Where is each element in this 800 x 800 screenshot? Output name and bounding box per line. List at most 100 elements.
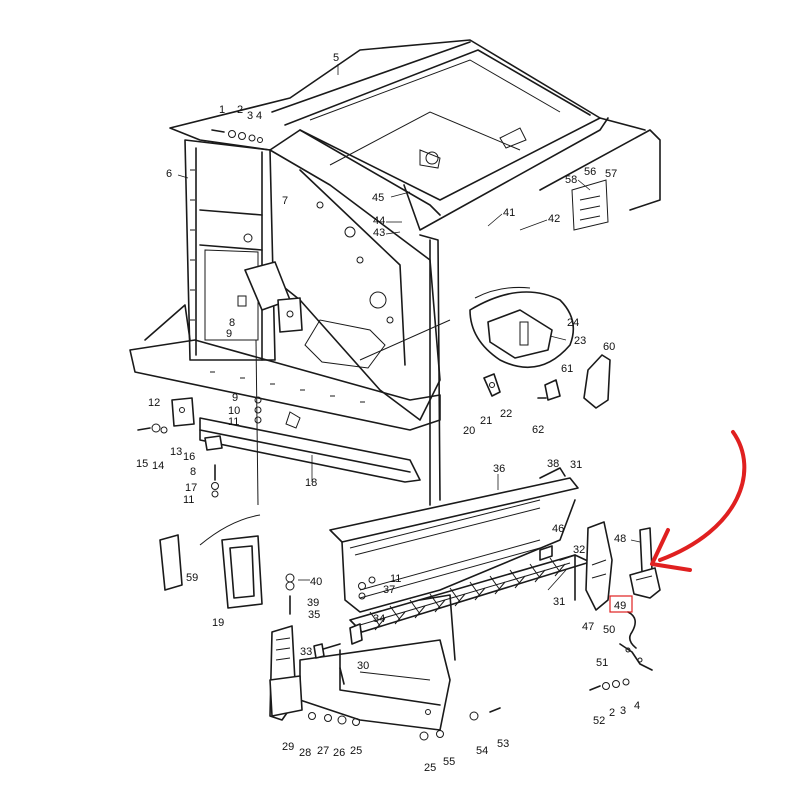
label-20: 20 bbox=[463, 425, 475, 437]
label-9a: 9 bbox=[226, 328, 232, 340]
label-8b: 8 bbox=[190, 466, 196, 478]
hardware-13-15 bbox=[137, 423, 168, 434]
label-9b: 9 bbox=[232, 392, 238, 404]
label-8a: 8 bbox=[229, 317, 235, 329]
label-31b: 31 bbox=[553, 596, 565, 608]
spring-50 bbox=[627, 611, 637, 649]
label-31a: 31 bbox=[570, 459, 582, 471]
label-2: 2 bbox=[237, 104, 243, 116]
label-24: 24 bbox=[567, 317, 579, 329]
label-56: 56 bbox=[584, 166, 596, 178]
hardware-1-4 bbox=[211, 129, 263, 143]
label-55: 55 bbox=[443, 756, 455, 768]
label-35: 35 bbox=[308, 609, 320, 621]
label-22: 22 bbox=[500, 408, 512, 420]
hardware-40 bbox=[285, 573, 295, 615]
label-1: 1 bbox=[219, 104, 225, 116]
label-46: 46 bbox=[552, 523, 564, 535]
hardware-37-39 bbox=[358, 576, 376, 600]
label-11c: 11 bbox=[390, 573, 401, 585]
label-52: 52 bbox=[593, 715, 605, 727]
label-44: 44 bbox=[373, 215, 385, 227]
highlight-box bbox=[609, 595, 633, 613]
label-29: 29 bbox=[282, 741, 294, 753]
lower-sill bbox=[329, 467, 591, 633]
label-13: 13 bbox=[170, 446, 182, 458]
bracket-60 bbox=[583, 354, 611, 409]
label-10: 10 bbox=[228, 405, 240, 417]
label-32: 32 bbox=[573, 544, 585, 556]
left-frame bbox=[184, 139, 276, 361]
bracket-16 bbox=[204, 435, 223, 451]
label-57: 57 bbox=[605, 168, 617, 180]
label-53: 53 bbox=[497, 738, 509, 750]
label-28: 28 bbox=[299, 747, 311, 759]
label-54: 54 bbox=[476, 745, 488, 757]
label-30: 30 bbox=[357, 660, 369, 672]
label-21: 21 bbox=[480, 415, 492, 427]
right-side-panel bbox=[539, 117, 661, 231]
label-42: 42 bbox=[548, 213, 560, 225]
bracket-12 bbox=[171, 397, 195, 427]
mount-plate bbox=[244, 261, 303, 333]
label-47: 47 bbox=[582, 621, 594, 633]
label-39: 39 bbox=[307, 597, 319, 609]
label-60: 60 bbox=[603, 341, 615, 353]
label-51: 51 bbox=[596, 657, 608, 669]
label-23: 23 bbox=[574, 335, 586, 347]
leader-center bbox=[255, 339, 259, 506]
label-33: 33 bbox=[300, 646, 312, 658]
label-36: 36 bbox=[493, 463, 505, 475]
latch-47 bbox=[585, 521, 613, 611]
label-25a: 25 bbox=[350, 745, 362, 757]
label-34: 34 bbox=[373, 613, 385, 625]
bracket-48 bbox=[639, 527, 653, 573]
label-19: 19 bbox=[212, 617, 224, 629]
label-49: 49 bbox=[614, 600, 626, 612]
hardware-52-4 bbox=[589, 678, 630, 691]
hardware-53-55 bbox=[419, 707, 501, 741]
stud-30 bbox=[339, 667, 345, 685]
floor-frame bbox=[129, 304, 441, 483]
label-15: 15 bbox=[136, 458, 148, 470]
side-window bbox=[469, 287, 575, 368]
label-7: 7 bbox=[282, 195, 288, 207]
label-61: 61 bbox=[561, 363, 573, 375]
window-19 bbox=[221, 535, 263, 609]
label-11b: 11 bbox=[183, 494, 194, 506]
clip-61 bbox=[537, 379, 561, 401]
label-40: 40 bbox=[310, 576, 322, 588]
hardware-8-11 bbox=[211, 464, 219, 498]
cable-51 bbox=[619, 643, 653, 671]
bolt-33 bbox=[313, 643, 341, 659]
hardware-9-11 bbox=[254, 396, 262, 424]
label-48: 48 bbox=[614, 533, 626, 545]
bracket-59 bbox=[159, 534, 183, 591]
label-3b: 3 bbox=[620, 705, 626, 717]
label-59: 59 bbox=[186, 572, 198, 584]
label-3: 3 bbox=[247, 110, 253, 122]
roof-frame bbox=[169, 39, 609, 231]
label-43: 43 bbox=[373, 227, 385, 239]
label-50: 50 bbox=[603, 624, 615, 636]
catch-49 bbox=[629, 567, 661, 599]
label-37: 37 bbox=[383, 584, 395, 596]
label-5: 5 bbox=[333, 52, 339, 64]
label-14: 14 bbox=[152, 460, 164, 472]
label-26: 26 bbox=[333, 747, 345, 759]
label-4: 4 bbox=[256, 110, 262, 122]
label-4b: 4 bbox=[634, 700, 640, 712]
label-62: 62 bbox=[532, 424, 544, 436]
label-2b: 2 bbox=[609, 707, 615, 719]
label-17: 17 bbox=[185, 482, 197, 494]
label-12: 12 bbox=[148, 397, 160, 409]
label-6: 6 bbox=[166, 168, 172, 180]
red-callout-arrow bbox=[650, 430, 747, 572]
label-18: 18 bbox=[305, 477, 317, 489]
label-11a: 11 bbox=[228, 416, 239, 428]
hardware-25-28 bbox=[308, 712, 360, 726]
label-38: 38 bbox=[547, 458, 559, 470]
label-25b: 25 bbox=[424, 762, 436, 774]
label-45: 45 bbox=[372, 192, 384, 204]
